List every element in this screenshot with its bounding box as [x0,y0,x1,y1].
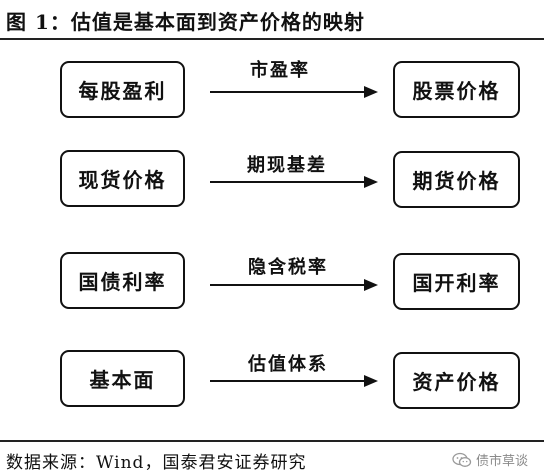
source-note: 数据来源：Wind，国泰君安证券研究 [6,453,307,473]
watermark: 债市草谈 [452,450,528,469]
top-rule [0,38,544,40]
box-futures-price: 期货价格 [393,151,520,208]
arrow-2 [210,174,378,190]
box-fundamentals: 基本面 [60,350,185,407]
box-cdb-yield: 国开利率 [393,253,520,310]
arrow-label-basis: 期现基差 [247,155,327,176]
arrow-1 [210,84,378,100]
arrow-label-pe: 市盈率 [250,60,310,81]
box-asset-price: 资产价格 [393,352,520,409]
box-treasury-yield: 国债利率 [60,252,185,309]
box-eps: 每股盈利 [60,61,185,118]
wechat-icon [452,452,472,467]
arrow-3 [210,277,378,293]
box-stock-price: 股票价格 [393,61,520,118]
arrow-label-implied-tax: 隐含税率 [248,257,328,278]
watermark-text: 债市草谈 [476,454,529,469]
figure-title: 图 1：估值是基本面到资产价格的映射 [6,10,365,34]
bottom-rule [0,440,544,442]
box-spot-price: 现货价格 [60,150,185,207]
arrow-4 [210,373,378,389]
arrow-label-valuation: 估值体系 [248,354,328,375]
